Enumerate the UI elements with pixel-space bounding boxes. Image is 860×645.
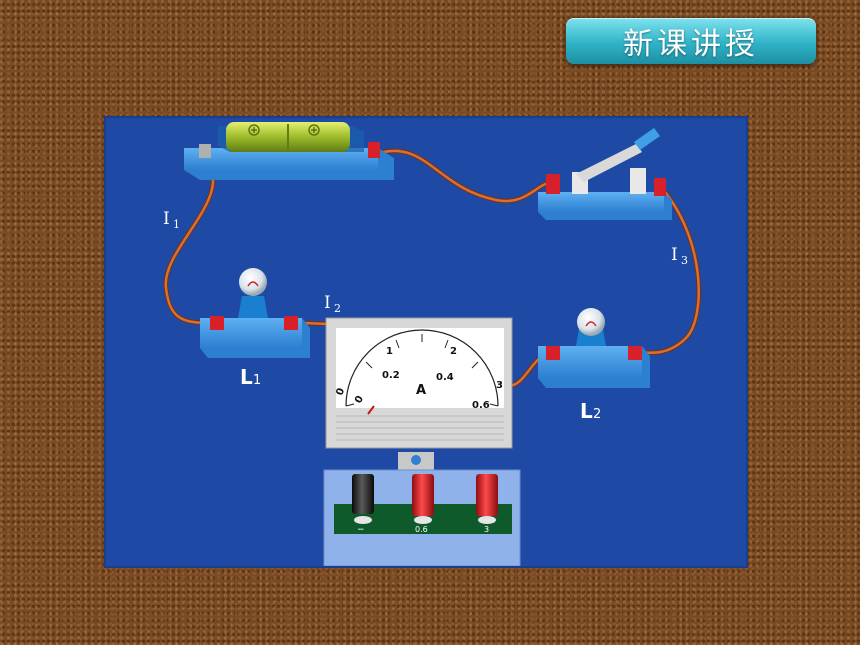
zero-adjust-screw bbox=[411, 455, 421, 465]
terminal-label-3: 3 bbox=[484, 525, 489, 534]
svg-text:L: L bbox=[580, 399, 593, 423]
switch-lever bbox=[576, 144, 642, 182]
ammeter-vent bbox=[336, 415, 504, 441]
svg-text:2: 2 bbox=[593, 407, 601, 422]
title-badge: 新课讲授 bbox=[566, 18, 816, 64]
battery-terminal-positive bbox=[368, 142, 380, 158]
ammeter-lower-label: 0.6 bbox=[472, 400, 490, 411]
battery-terminal-negative bbox=[199, 144, 211, 158]
ammeter-upper-label: 0 bbox=[334, 387, 347, 397]
terminal-label-0.6: 0.6 bbox=[415, 525, 428, 534]
svg-text:3: 3 bbox=[681, 254, 688, 267]
ammeter: 0 1 2 3 0 0.2 0.4 0.6 A − bbox=[323, 317, 521, 567]
lamp-label-1: L 1 bbox=[240, 365, 261, 389]
ammeter-upper-label: 3 bbox=[496, 380, 503, 391]
ammeter-lower-label: 0.4 bbox=[436, 372, 454, 383]
lamp-2-terminal bbox=[628, 346, 642, 360]
ammeter-tick-marks bbox=[345, 334, 499, 407]
ammeter-upper-label: 2 bbox=[450, 346, 457, 357]
plus-sign-icon bbox=[308, 124, 320, 136]
switch-handle bbox=[634, 128, 660, 150]
svg-text:I: I bbox=[163, 209, 170, 229]
wires bbox=[163, 148, 701, 389]
current-label-2: I 2 bbox=[324, 293, 341, 315]
switch-terminal bbox=[654, 178, 666, 196]
lamp-2 bbox=[538, 308, 650, 388]
svg-text:I: I bbox=[671, 245, 678, 265]
lamp-1 bbox=[200, 268, 310, 358]
ammeter-lower-label: 0.2 bbox=[382, 370, 400, 381]
battery bbox=[184, 122, 394, 180]
ammeter-dial bbox=[336, 328, 504, 408]
svg-text:1: 1 bbox=[173, 218, 180, 231]
svg-text:L: L bbox=[240, 365, 253, 389]
switch bbox=[538, 128, 672, 220]
terminal-post-0.6 bbox=[412, 474, 434, 516]
wire-battery-to-lamp1 bbox=[163, 157, 221, 326]
page-title: 新课讲授 bbox=[623, 27, 759, 62]
ammeter-lower-label: 0 bbox=[353, 394, 366, 406]
lamp-1-terminal bbox=[210, 316, 224, 330]
switch-clip bbox=[630, 168, 646, 194]
svg-text:I: I bbox=[324, 293, 331, 313]
current-label-1: I 1 bbox=[163, 209, 180, 231]
ammeter-unit: A bbox=[416, 383, 426, 398]
lamp-label-2: L 2 bbox=[580, 399, 601, 423]
terminal-label-negative: − bbox=[357, 525, 365, 535]
wire-battery-to-switch bbox=[373, 148, 555, 204]
circuit-panel: 0 1 2 3 0 0.2 0.4 0.6 A − bbox=[106, 118, 746, 567]
switch-terminal bbox=[546, 174, 560, 194]
svg-text:2: 2 bbox=[334, 302, 341, 315]
ammeter-needle bbox=[367, 405, 375, 415]
ammeter-upper-label: 1 bbox=[386, 346, 393, 357]
terminal-post-negative bbox=[352, 474, 374, 514]
svg-text:1: 1 bbox=[253, 373, 261, 388]
circuit-diagram: 0 1 2 3 0 0.2 0.4 0.6 A − bbox=[163, 122, 701, 567]
lamp-1-terminal bbox=[284, 316, 298, 330]
plus-sign-icon bbox=[248, 124, 260, 136]
terminal-post-3 bbox=[476, 474, 498, 516]
current-label-3: I 3 bbox=[671, 245, 688, 267]
lamp-2-terminal bbox=[546, 346, 560, 360]
